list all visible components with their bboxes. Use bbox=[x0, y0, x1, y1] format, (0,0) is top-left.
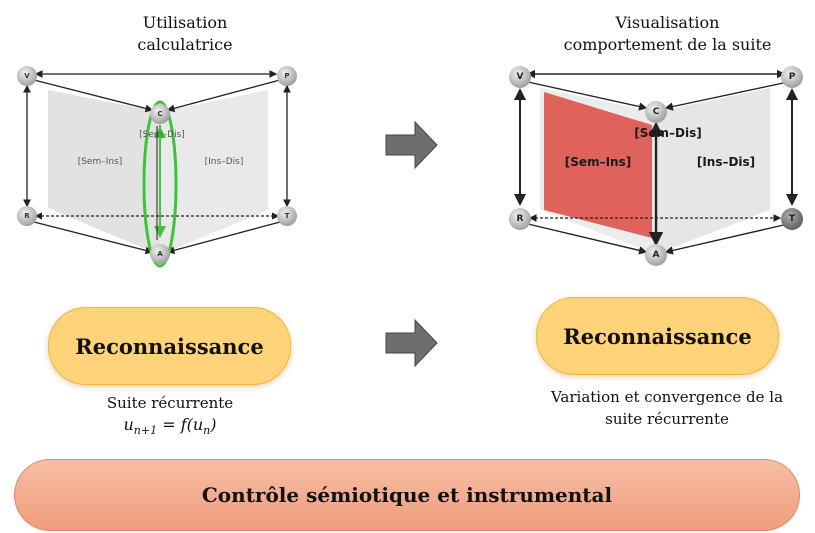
right-caption-line2: suite récurrente bbox=[605, 410, 729, 428]
right-title-line2: comportement de la suite bbox=[563, 35, 772, 54]
formula-end: ) bbox=[210, 415, 217, 434]
right-node-a-label: A bbox=[653, 250, 660, 260]
middle-transition-arrow bbox=[385, 318, 438, 368]
right-node-v bbox=[509, 66, 531, 88]
formula-mid: = f(u bbox=[157, 415, 204, 434]
right-node-r-label: R bbox=[517, 214, 524, 224]
left-node-t bbox=[277, 206, 297, 226]
right-caption-line1: Variation et convergence de la bbox=[550, 388, 784, 406]
left-title-line2: calculatrice bbox=[137, 35, 233, 54]
left-caption: Suite récurrente un+1 = f(un) bbox=[60, 392, 280, 442]
left-node-r bbox=[17, 206, 37, 226]
right-caption: Variation et convergence de la suite réc… bbox=[527, 386, 807, 430]
right-region-ins-dis: [Ins–Dis] bbox=[697, 155, 755, 169]
left-node-c bbox=[150, 104, 170, 124]
left-node-r-label: R bbox=[24, 212, 30, 220]
right-node-c bbox=[645, 101, 667, 123]
left-title-line1: Utilisation bbox=[142, 13, 228, 32]
left-node-t-label: T bbox=[285, 212, 290, 220]
right-region-sem-ins: [Sem–Ins] bbox=[565, 155, 631, 169]
left-diagram-title: Utilisation calculatrice bbox=[100, 12, 270, 56]
formula-sub-n1: n+1 bbox=[133, 424, 158, 438]
left-caption-line1: Suite récurrente bbox=[106, 394, 234, 412]
right-plane-ins-dis bbox=[656, 88, 770, 254]
right-plane-sem-ins-red bbox=[544, 92, 652, 238]
left-node-c-label: C bbox=[157, 110, 162, 118]
right-node-t bbox=[781, 208, 803, 230]
left-region-ins-dis: [Ins–Dis] bbox=[205, 157, 244, 167]
right-reconnaissance-pill: Reconnaissance bbox=[536, 297, 779, 375]
top-transition-arrow bbox=[385, 120, 438, 170]
right-node-c-label: C bbox=[653, 107, 660, 117]
right-title-line1: Visualisation bbox=[615, 13, 720, 32]
formula-lhs: u bbox=[123, 415, 134, 434]
left-region-sem-ins: [Sem–Ins] bbox=[78, 157, 123, 167]
left-node-v bbox=[17, 66, 37, 86]
right-node-v-label: V bbox=[517, 72, 524, 82]
right-node-r bbox=[509, 208, 531, 230]
left-node-p-label: P bbox=[284, 72, 289, 80]
right-node-t-label: T bbox=[789, 214, 796, 224]
right-node-a bbox=[645, 244, 667, 266]
right-node-p-label: P bbox=[789, 72, 796, 82]
formula-sub-n: n bbox=[203, 424, 211, 438]
left-node-a-label: A bbox=[157, 250, 163, 258]
right-node-p bbox=[781, 66, 803, 88]
left-region-sem-dis: [Sem–Dis] bbox=[139, 130, 185, 140]
left-node-v-label: V bbox=[24, 72, 30, 80]
left-highlight-ellipse bbox=[142, 100, 178, 268]
left-node-p bbox=[277, 66, 297, 86]
right-diagram-title: Visualisation comportement de la suite bbox=[560, 12, 775, 56]
left-reconnaissance-pill: Reconnaissance bbox=[48, 307, 291, 385]
right-region-sem-dis: [Sem–Dis] bbox=[634, 126, 701, 140]
control-banner: Contrôle sémiotique et instrumental bbox=[14, 459, 800, 531]
left-node-a bbox=[150, 244, 170, 264]
recurrence-formula: un+1 = f(un) bbox=[60, 414, 280, 442]
